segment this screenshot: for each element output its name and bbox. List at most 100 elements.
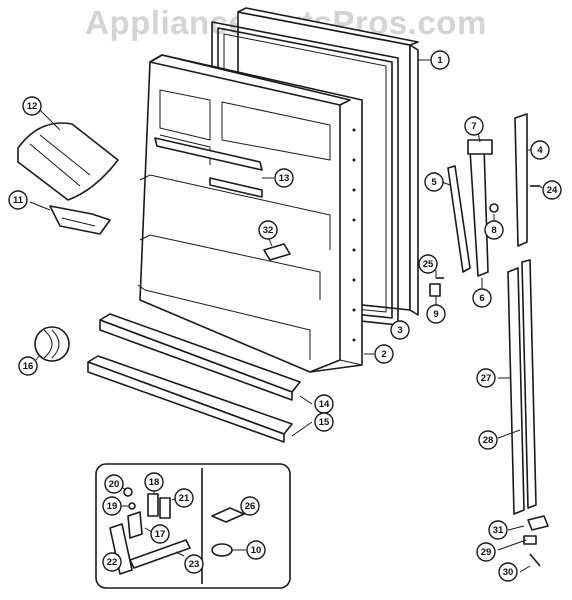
callout-circle <box>476 542 496 562</box>
callout-label: 26 <box>245 501 256 512</box>
callout-label: 15 <box>319 417 330 428</box>
callout-label: 4 <box>537 145 543 156</box>
hardware-inset-box <box>95 463 291 589</box>
callout-circle <box>314 412 334 432</box>
callout-6: 6 <box>472 288 492 308</box>
callout-label: 1 <box>437 55 443 66</box>
callout-22: 22 <box>102 552 122 572</box>
callout-circle <box>418 254 438 274</box>
door-shelf-14 <box>99 313 301 401</box>
callout-circle <box>104 474 124 494</box>
callout-10: 10 <box>246 540 266 560</box>
callout-circle <box>150 524 170 544</box>
callout-label: 16 <box>23 361 34 372</box>
callout-circle <box>390 320 410 340</box>
callout-circle <box>258 220 278 240</box>
callout-23: 23 <box>184 554 204 574</box>
hinge-assembly <box>429 113 540 297</box>
door-shelf-15 <box>87 355 293 443</box>
callout-circle <box>174 488 194 508</box>
door-shelf-rail <box>154 137 263 198</box>
lower-hinge-parts <box>523 515 549 567</box>
callout-label: 24 <box>547 185 558 196</box>
callout-3: 3 <box>390 320 410 340</box>
callout-label: 9 <box>433 309 438 320</box>
callout-circle <box>22 96 42 116</box>
callout-label: 31 <box>493 525 504 536</box>
callout-label: 20 <box>109 479 120 490</box>
callout-20: 20 <box>104 474 124 494</box>
callout-circle <box>472 288 492 308</box>
callout-11: 11 <box>8 190 28 210</box>
callout-label: 29 <box>481 547 492 558</box>
callout-9: 9 <box>426 304 446 324</box>
callout-circle <box>424 172 444 192</box>
callout-16: 16 <box>18 356 38 376</box>
callout-circle <box>18 356 38 376</box>
dairy-compartment-cover <box>17 122 119 201</box>
cover-hinge-bracket <box>49 205 111 235</box>
callout-label: 14 <box>319 399 330 410</box>
callout-27: 27 <box>476 368 496 388</box>
callout-1: 1 <box>430 50 450 70</box>
callout-label: 23 <box>189 559 200 570</box>
callout-label: 12 <box>27 101 38 112</box>
callout-label: 21 <box>179 493 190 504</box>
callout-14: 14 <box>314 394 334 414</box>
callout-label: 5 <box>431 177 437 188</box>
callout-label: 27 <box>481 373 492 384</box>
callout-12: 12 <box>22 96 42 116</box>
callout-32: 32 <box>258 220 278 240</box>
callout-circle <box>374 344 394 364</box>
callout-28: 28 <box>478 430 498 450</box>
callout-2: 2 <box>374 344 394 364</box>
liner-screw-holes <box>352 128 356 342</box>
shelf-end-cap-detail <box>34 326 70 362</box>
callout-circle <box>498 562 518 582</box>
callout-5: 5 <box>424 172 444 192</box>
callout-circle <box>484 220 504 240</box>
callout-8: 8 <box>484 220 504 240</box>
callout-label: 2 <box>381 349 386 360</box>
callout-label: 10 <box>251 545 262 556</box>
callout-circle <box>542 180 562 200</box>
callout-circle <box>530 140 550 160</box>
inner-door-liner <box>137 54 363 373</box>
callout-24: 24 <box>542 180 562 200</box>
callout-circle <box>426 304 446 324</box>
callout-label: 25 <box>423 259 434 270</box>
callout-7: 7 <box>464 116 484 136</box>
callout-circle <box>102 496 122 516</box>
callout-circle <box>102 552 122 572</box>
callout-label: 13 <box>279 173 290 184</box>
callout-25: 25 <box>418 254 438 274</box>
callout-label: 11 <box>13 195 24 206</box>
leader-lines <box>29 59 543 573</box>
callout-label: 6 <box>479 293 484 304</box>
callout-circle <box>488 520 508 540</box>
callout-label: 7 <box>471 121 476 132</box>
door-trim-strips <box>507 259 537 515</box>
callout-19: 19 <box>102 496 122 516</box>
callout-18: 18 <box>144 472 164 492</box>
callout-circle <box>476 368 496 388</box>
callout-30: 30 <box>498 562 518 582</box>
callout-13: 13 <box>274 168 294 188</box>
callout-circle <box>144 472 164 492</box>
callout-circle <box>464 116 484 136</box>
callout-label: 19 <box>107 501 118 512</box>
callout-label: 30 <box>503 567 514 578</box>
callout-label: 3 <box>397 325 402 336</box>
callout-31: 31 <box>488 520 508 540</box>
callout-circle <box>478 430 498 450</box>
callout-label: 22 <box>107 557 118 568</box>
callout-circle <box>274 168 294 188</box>
callout-29: 29 <box>476 542 496 562</box>
callout-label: 8 <box>491 225 496 236</box>
callout-circle <box>246 540 266 560</box>
callout-17: 17 <box>150 524 170 544</box>
callout-4: 4 <box>530 140 550 160</box>
